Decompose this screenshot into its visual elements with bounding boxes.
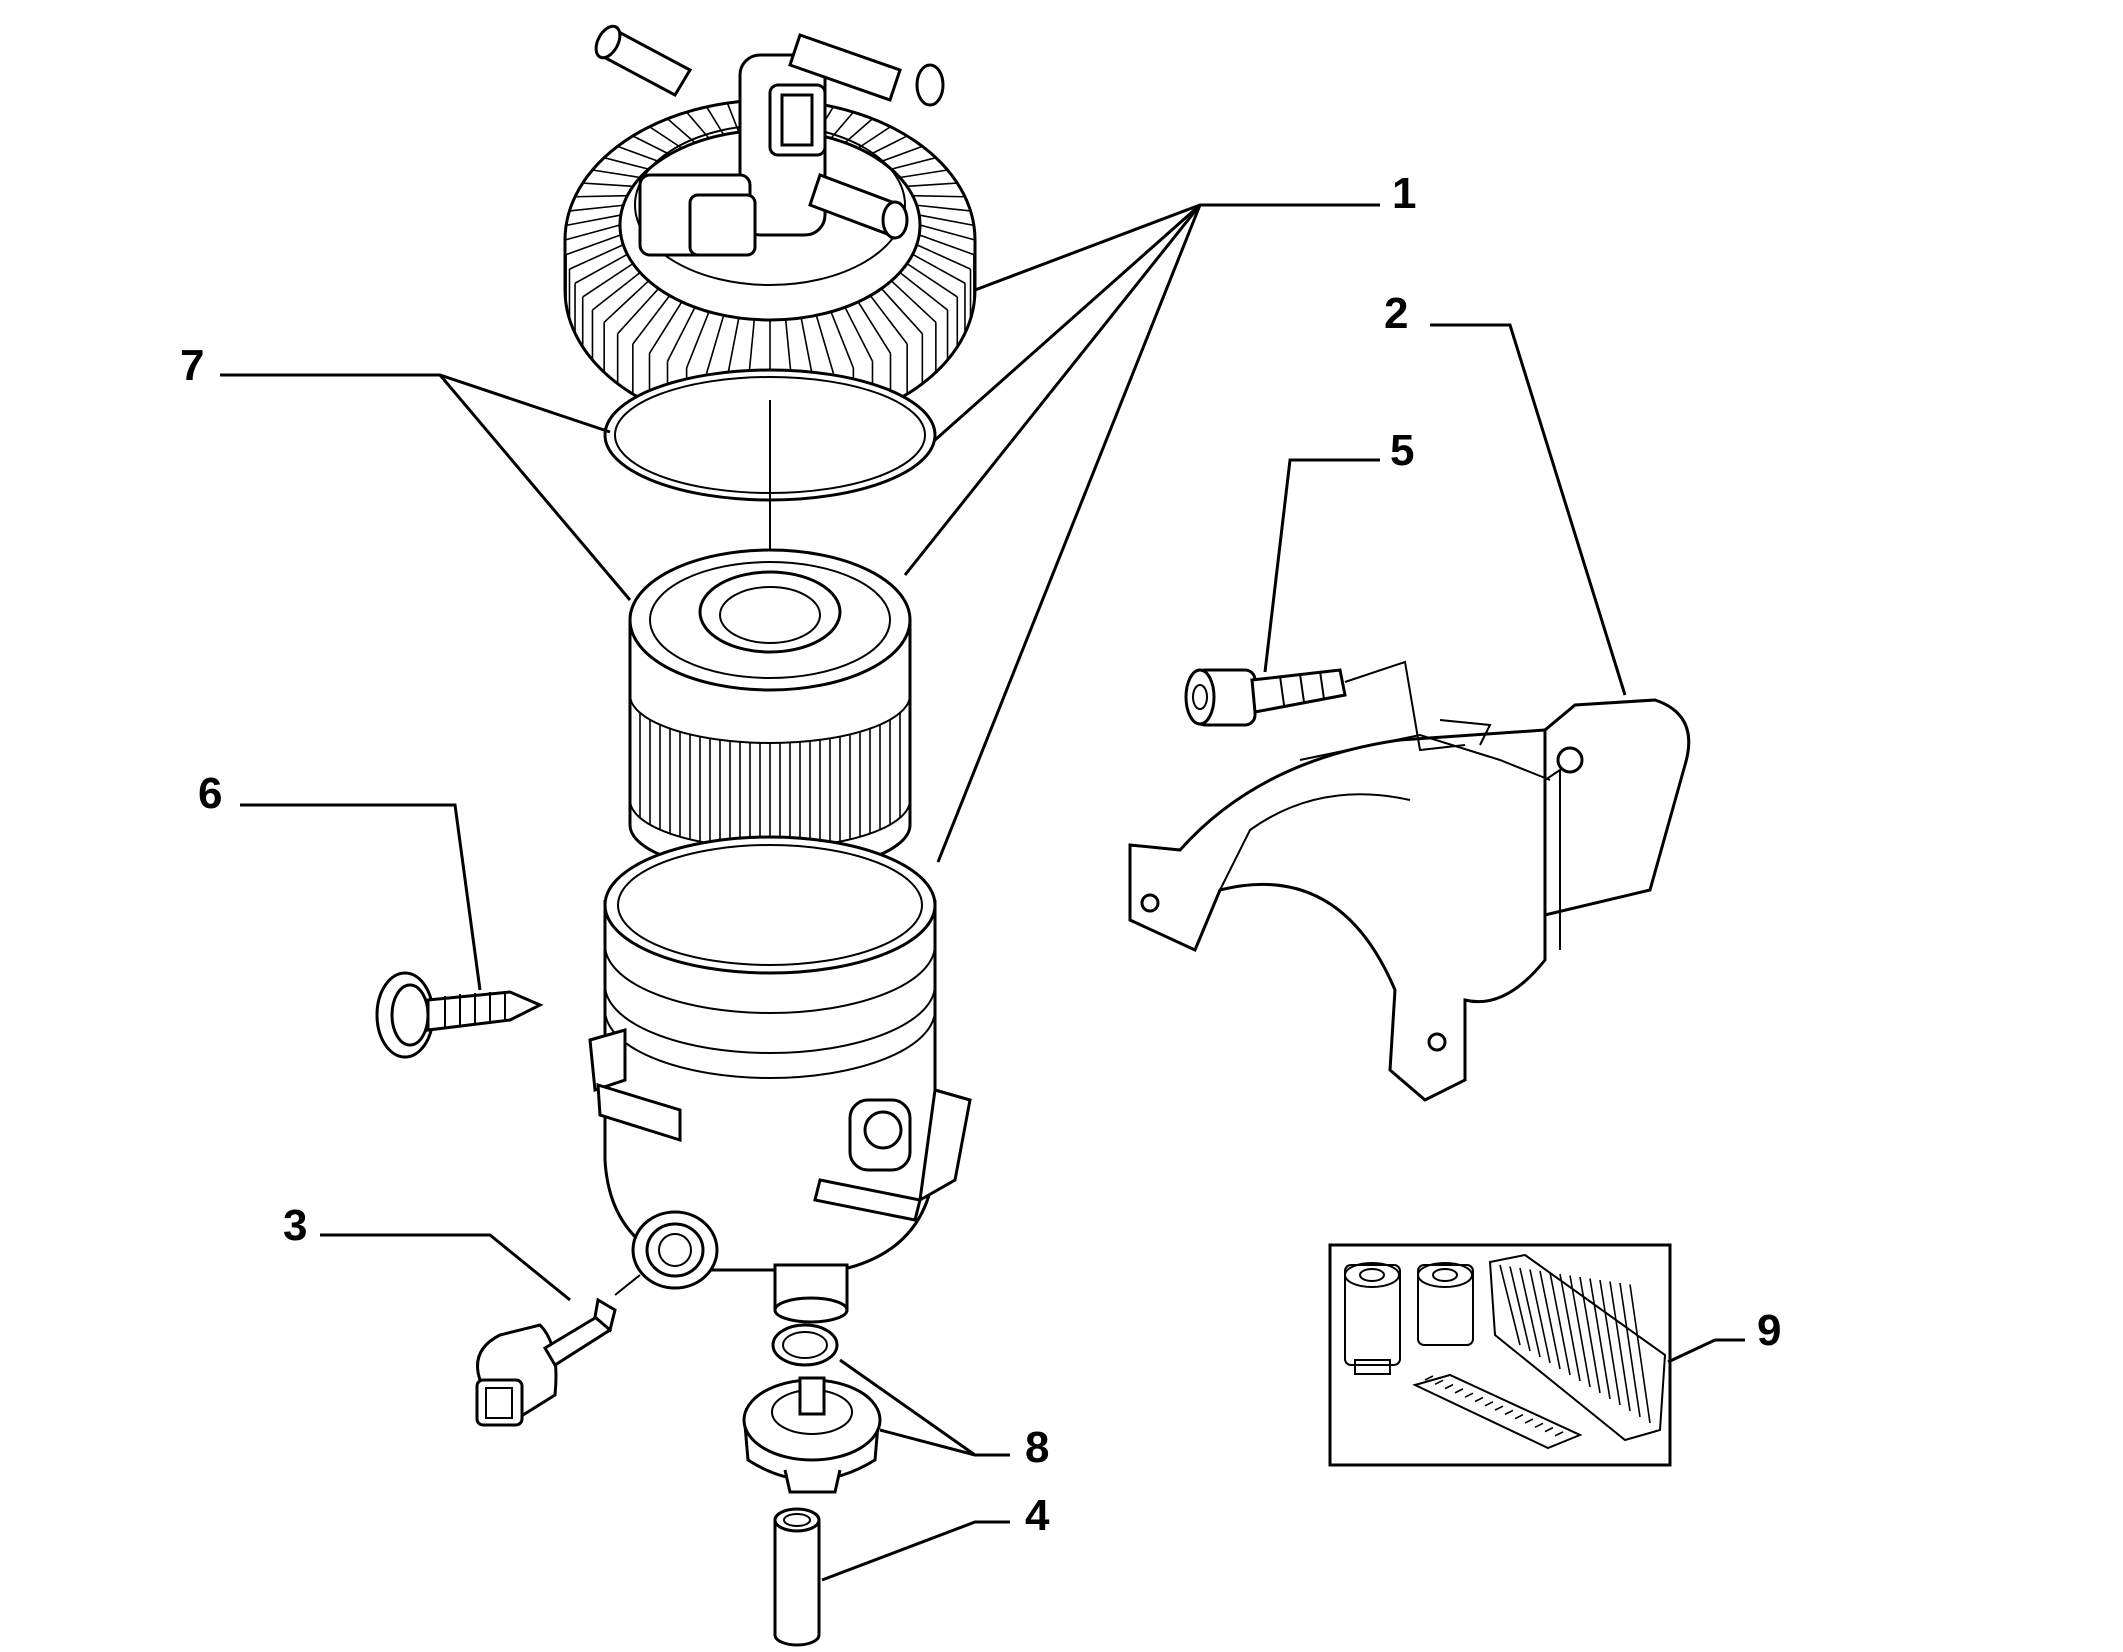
callout-labels: 1 2 3 4 5 6 7 8 9 [180,169,1781,1540]
callout-4: 4 [1025,1491,1050,1540]
callout-3: 3 [283,1201,307,1250]
kit-air-filter-icon [1488,1253,1667,1442]
self-tapping-screw[interactable] [375,971,544,1059]
kit-fuel-filter-icon [1417,1262,1474,1346]
kit-cabin-filter-icon [1412,1373,1583,1450]
lower-o-ring[interactable] [771,1323,839,1367]
filter-kit-box[interactable] [1328,1243,1672,1467]
callout-9: 9 [1757,1306,1781,1355]
mounting-bracket[interactable] [1128,698,1691,1102]
socket-head-bolt[interactable] [1184,668,1347,727]
drain-plug[interactable] [742,1376,882,1494]
callout-1: 1 [1392,169,1416,218]
callout-8: 8 [1025,1423,1049,1472]
water-sensor[interactable] [475,1297,617,1427]
hose[interactable] [773,1507,821,1647]
filter-bowl[interactable] [588,835,972,1324]
callout-6: 6 [198,769,222,818]
leader-lines [220,203,1745,1582]
kit-oil-filter-icon [1344,1262,1401,1375]
callout-7: 7 [180,341,204,390]
callout-5: 5 [1390,426,1414,475]
filter-cartridge[interactable] [628,548,912,875]
callout-2: 2 [1384,289,1408,338]
